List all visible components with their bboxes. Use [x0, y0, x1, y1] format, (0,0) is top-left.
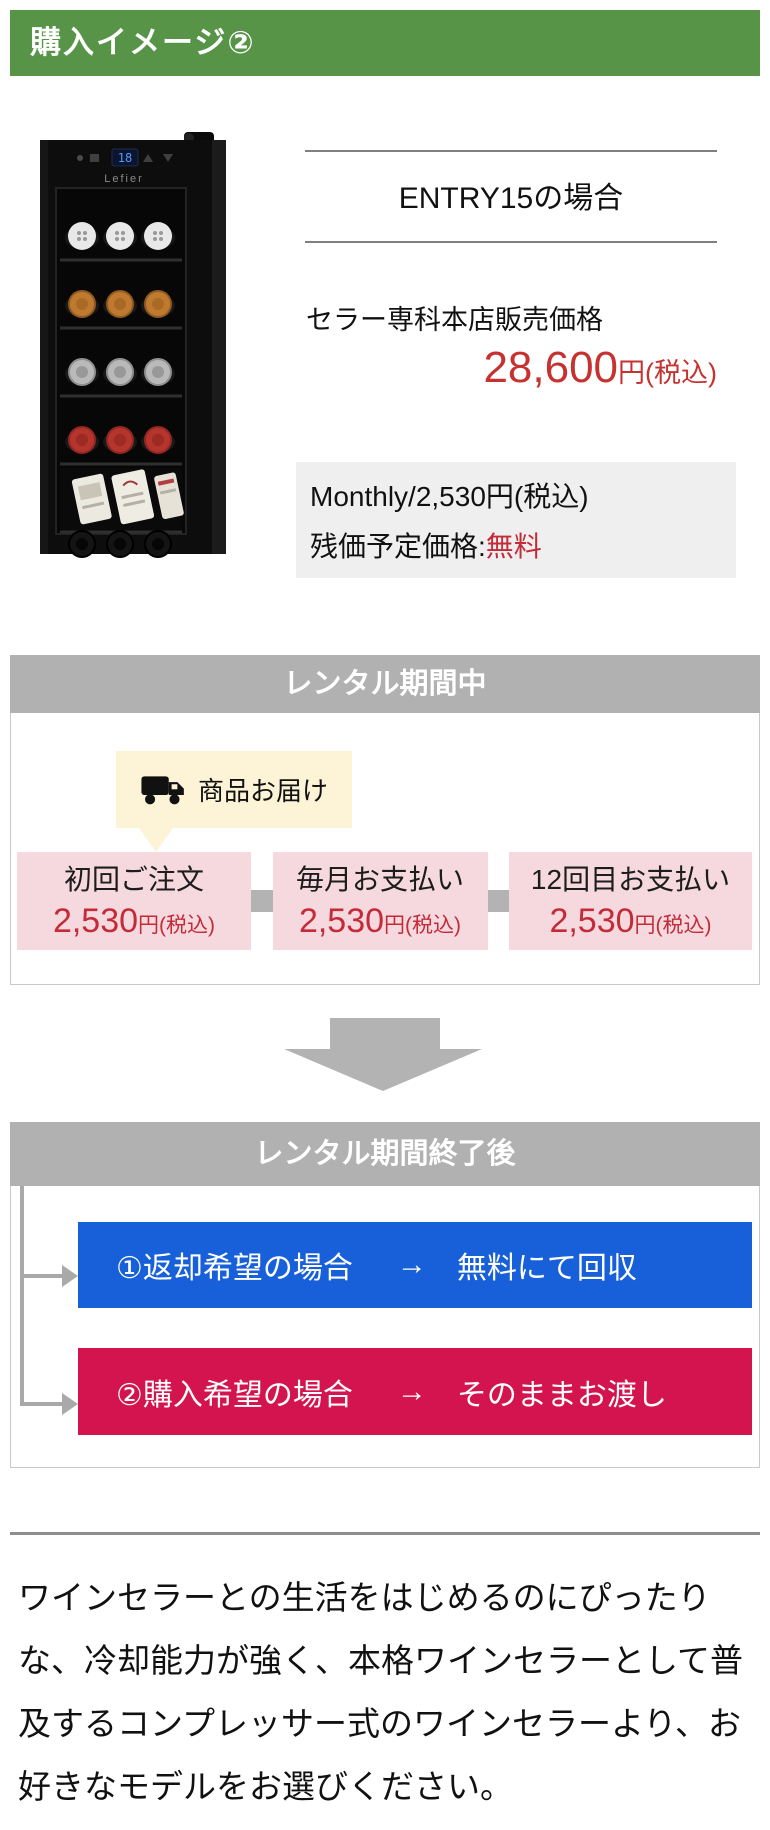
after-rental-header: レンタル期間終了後 — [10, 1122, 760, 1186]
branch-line-vertical — [20, 1186, 24, 1406]
section-divider — [10, 1532, 760, 1535]
store-price-amount: 28,600 — [483, 343, 619, 392]
step-title: 毎月お支払い — [295, 864, 464, 895]
rental-period-body: 商品お届け 初回ご注文 2,530円(税込) 毎月お支払い 2,530円(税込)… — [10, 713, 760, 985]
residual-value: 無料 — [485, 531, 542, 562]
monthly-price-line: Monthly/2,530円(税込) — [310, 481, 589, 512]
entry-model-title: ENTRY15の場合 — [398, 182, 624, 215]
step-price: 2,530円(税込) — [549, 902, 712, 940]
payment-step-first: 初回ご注文 2,530円(税込) — [17, 852, 251, 950]
option-return: ①返却希望の場合 → 無料にて回収 — [78, 1222, 752, 1308]
step-price: 2,530円(税込) — [52, 902, 216, 940]
option-purchase-label: ②購入希望の場合 — [116, 1378, 353, 1412]
residual-price-line: 残価予定価格:無料 — [310, 522, 736, 572]
step-connector — [487, 890, 509, 912]
payment-step-final: 12回目お支払い 2,530円(税込) — [509, 852, 752, 950]
option-return-result: 無料にて回収 — [456, 1252, 637, 1285]
branch-line-return — [20, 1274, 62, 1278]
branch-line-purchase — [20, 1402, 62, 1406]
step-connector — [251, 890, 273, 912]
payment-steps: 初回ご注文 2,530円(税込) 毎月お支払い 2,530円(税込) 12回目お… — [17, 852, 752, 950]
monthly-info-box: Monthly/2,530円(税込) 残価予定価格:無料 — [296, 462, 736, 578]
wine-cellar-illustration: 18 Lefier — [40, 132, 226, 558]
branch-arrow-icon — [62, 1393, 78, 1415]
down-arrow-icon-head — [284, 1049, 482, 1091]
entry-title-bottom-rule — [305, 241, 717, 243]
delivery-label: 商品お届け — [197, 776, 328, 806]
step-title: 初回ご注文 — [63, 864, 204, 895]
payment-step-monthly: 毎月お支払い 2,530円(税込) — [272, 852, 488, 950]
product-description: ワインセラーとの生活をはじめるのにぴったりな、冷却能力が強く、本格ワインセラーと… — [18, 1579, 744, 1805]
brand-label: Lefier — [104, 173, 144, 185]
after-rental-body: ①返却希望の場合 → 無料にて回収 ②購入希望の場合 → そのままお渡し — [10, 1186, 760, 1468]
option-purchase: ②購入希望の場合 → そのままお渡し — [78, 1348, 752, 1435]
residual-label: 残価予定価格: — [310, 531, 486, 562]
right-arrow-icon: → — [396, 1248, 427, 1281]
delivery-callout: 商品お届け — [116, 751, 352, 828]
store-price-label: セラー専科本店販売価格 — [306, 305, 603, 335]
entry-title-top-rule — [305, 150, 717, 152]
option-purchase-result: そのままお渡し — [456, 1378, 667, 1412]
option-return-label: ①返却希望の場合 — [116, 1252, 353, 1285]
branch-arrow-icon — [62, 1265, 78, 1287]
step-price: 2,530円(税込) — [298, 902, 462, 940]
truck-icon — [141, 775, 184, 804]
rental-period-header: レンタル期間中 — [10, 655, 760, 713]
after-rental-section: レンタル期間終了後 ①返却希望の場合 → 無料にて回収 ②購入希望の場合 → そ… — [10, 1122, 760, 1468]
down-arrow-icon — [330, 1018, 440, 1049]
store-price: 28,600円(税込) — [305, 343, 717, 393]
page-title: 購入イメージ② — [10, 10, 760, 76]
store-price-unit: 円(税込) — [618, 358, 717, 388]
product-photo: 18 Lefier — [16, 128, 240, 562]
delivery-callout-pointer — [139, 828, 173, 852]
right-arrow-icon: → — [396, 1374, 427, 1408]
step-title: 12回目お支払い — [530, 864, 731, 895]
rental-period-section: レンタル期間中 商品お届け 初回ご注文 2,530円(税込) 毎月お支払い 2,… — [10, 655, 760, 985]
temperature-display: 18 — [118, 151, 132, 165]
